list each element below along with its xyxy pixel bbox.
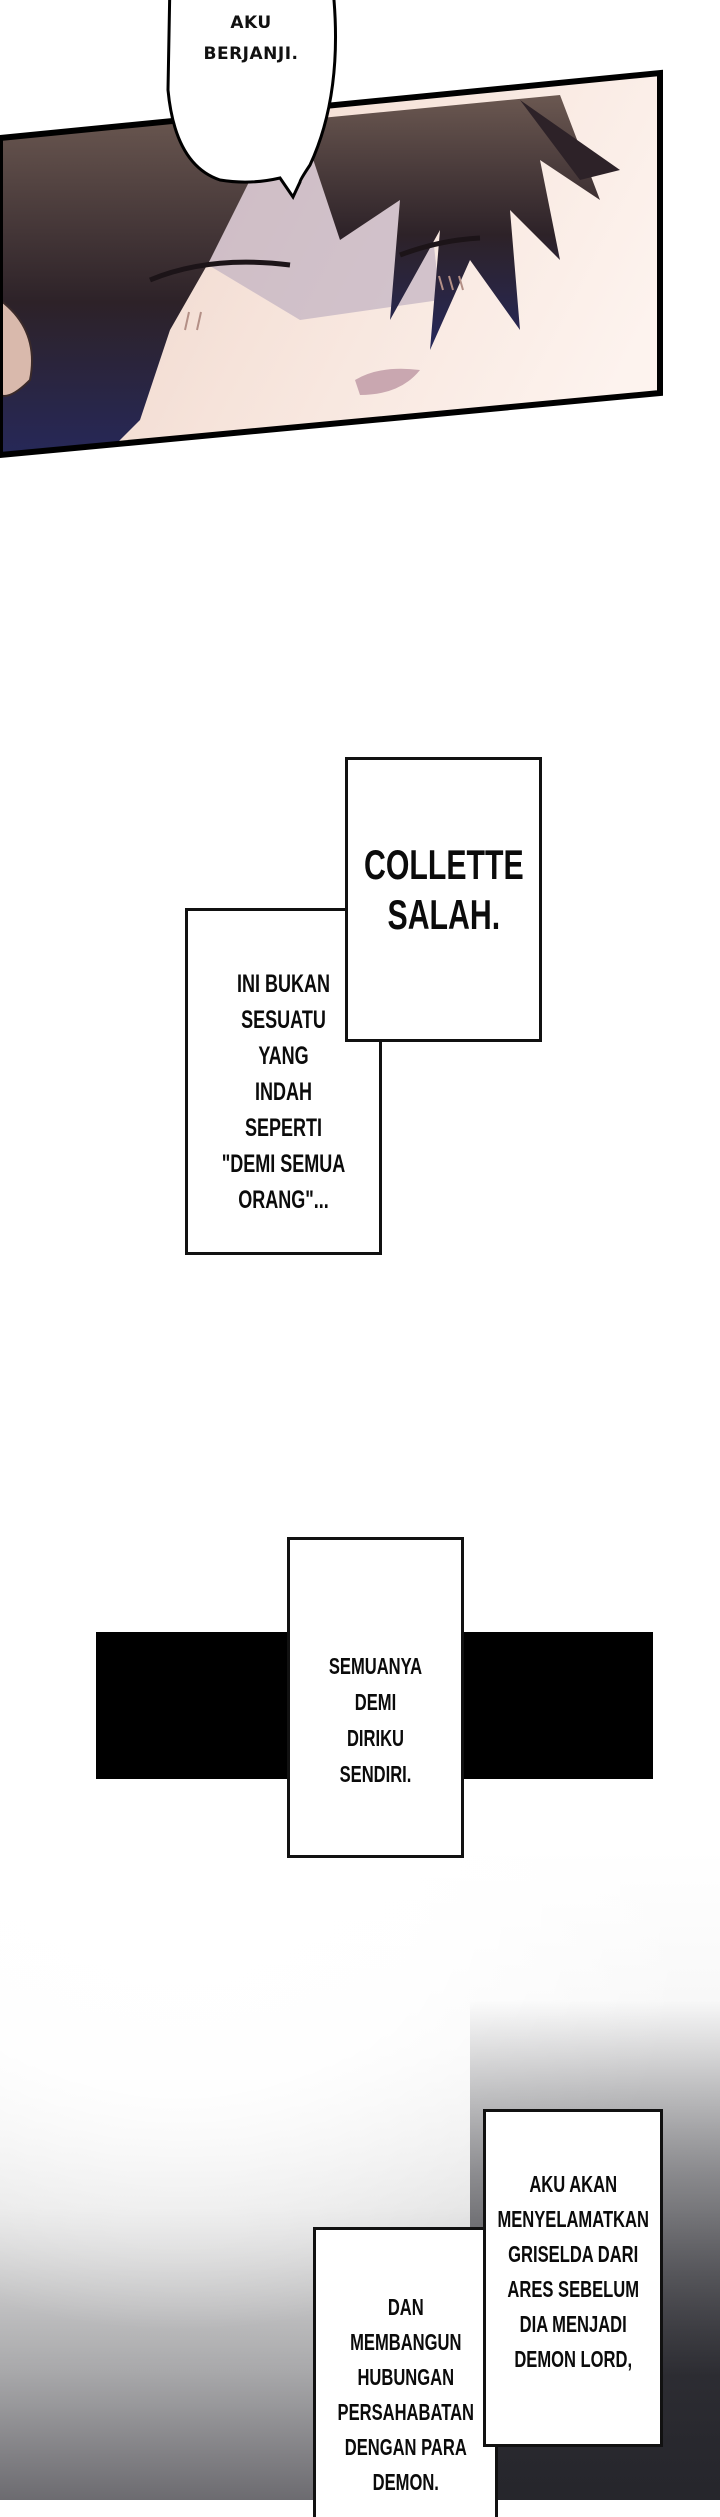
bubble-line-2: BERJANJI. — [203, 44, 299, 64]
speech-bubble-text: AKU BERJANJI. — [167, 8, 335, 70]
caption-joint — [348, 908, 379, 1039]
caption-box-dan: DAN MEMBANGUN HUBUNGAN PERSAHABATAN DENG… — [313, 2227, 498, 2517]
bubble-line-1: AKU — [230, 13, 272, 33]
caption-box-semua: SEMUANYA DEMI DIRIKU SENDIRI. — [287, 1537, 464, 1858]
caption-text-bukan: INI BUKAN SESUATU YANG INDAH SEPERTI "DE… — [221, 970, 346, 1214]
caption-text-semua: SEMUANYA DEMI DIRIKU SENDIRI. — [328, 1653, 423, 1787]
face-closeup-panel: AKU BERJANJI. — [0, 0, 720, 470]
caption-box-aku: AKU AKAN MENYELAMATKAN GRISELDA DARI ARE… — [483, 2109, 663, 2447]
speech-bubble — [166, 0, 338, 201]
caption-joint — [486, 2227, 496, 2444]
caption-text-collette: COLLETTE SALAH. — [363, 841, 524, 938]
caption-text-aku: AKU AKAN MENYELAMATKAN GRISELDA DARI ARE… — [497, 2171, 649, 2372]
caption-text-dan: DAN MEMBANGUN HUBUNGAN PERSAHABATAN DENG… — [337, 2294, 474, 2495]
face-illustration — [0, 0, 663, 459]
